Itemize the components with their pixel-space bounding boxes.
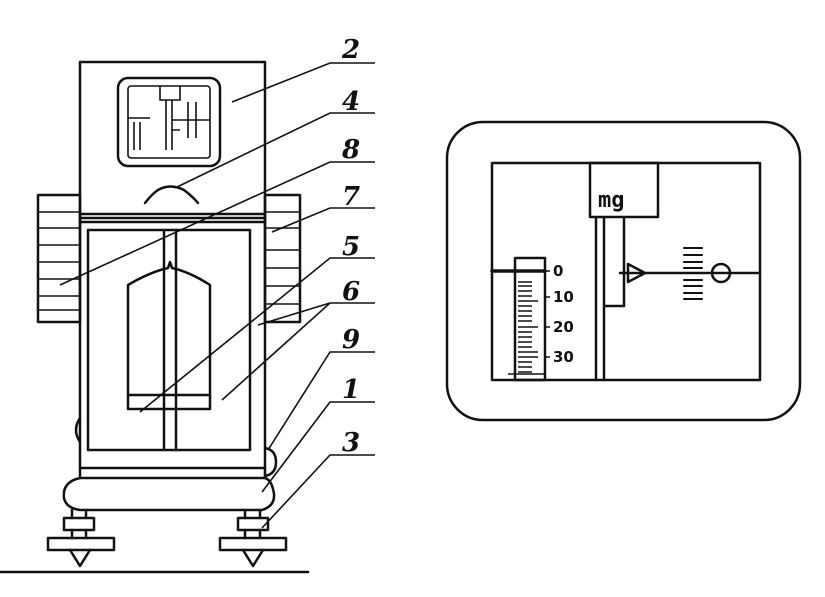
knob-9 [263,446,278,478]
glass-door [86,228,252,452]
leveling-foot-right [218,508,288,568]
callout-9: 9 [342,325,360,355]
scale-label-10: 10 [553,288,574,306]
balance-front-view [36,60,302,568]
callout-2: 2 [341,35,360,65]
callout-1: 1 [342,375,360,405]
leveling-foot-left [46,508,116,568]
callout-6: 6 [342,277,360,307]
callout-5: 5 [342,232,360,262]
left-drum [36,193,82,324]
weighing-pan [126,393,212,411]
scale-label-20: 20 [553,318,574,336]
right-drum [263,193,302,324]
callout-labels: 2 4 8 7 5 6 9 1 3 [59,35,375,529]
scale-label-30: 30 [553,348,574,366]
unit-label: mg [598,188,625,213]
base [62,476,276,512]
scale-window-small [116,76,222,168]
callout-8: 8 [341,135,360,165]
mg-scale [513,256,547,382]
upper-housing [78,60,267,220]
indicator-slot [594,215,626,382]
pan-hanger [126,260,212,397]
callout-3: 3 [342,428,360,458]
callout-7: 7 [342,182,360,212]
zero-mark-circle [710,262,732,284]
scale-window-detail: mg 0 10 20 30 [445,120,802,422]
callout-4: 4 [342,87,360,117]
release-knob [143,185,200,205]
pointer-icon [626,262,647,284]
scale-label-0: 0 [553,262,563,280]
